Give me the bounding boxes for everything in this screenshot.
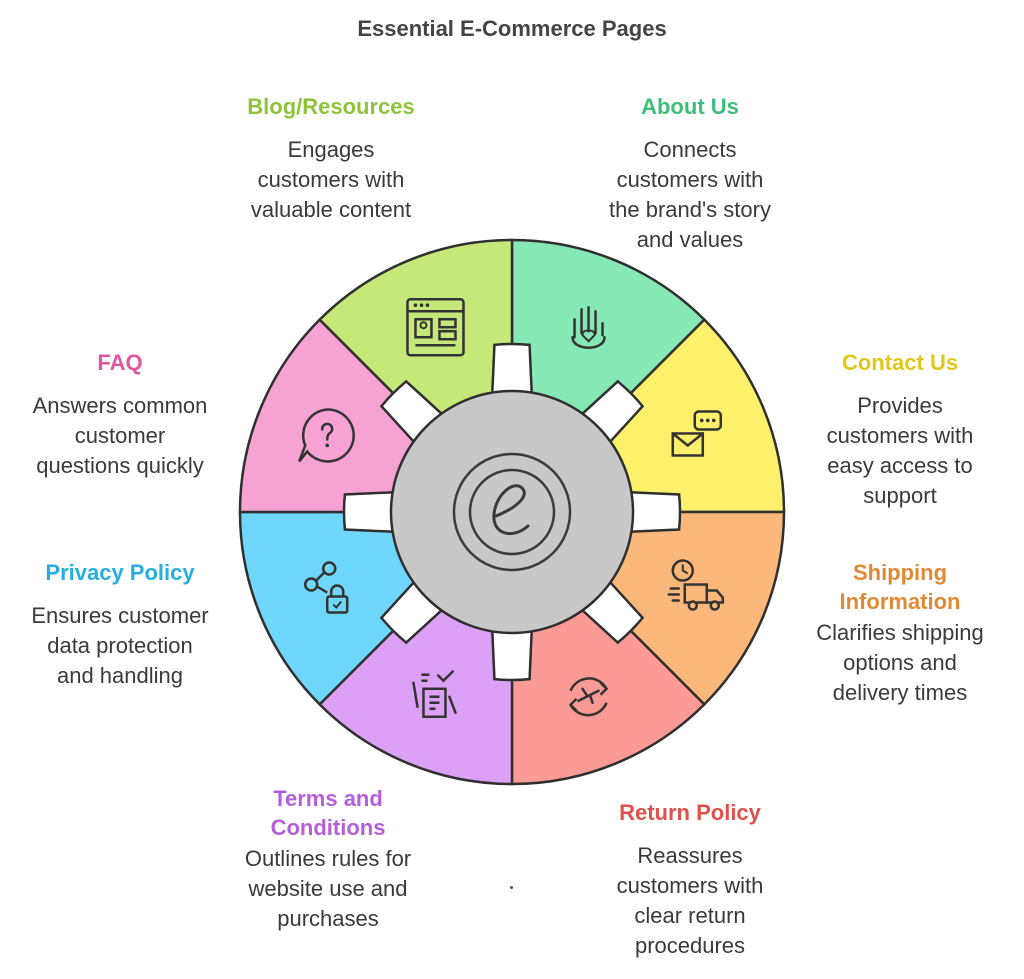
divider-tab (342, 490, 400, 534)
return-plane-icon (568, 677, 609, 717)
envelope-chat-icon (671, 410, 723, 457)
divider-tab (624, 490, 682, 534)
e-commerce-e-icon (452, 452, 572, 572)
diagram-title: Essential E-Commerce Pages (357, 16, 667, 41)
desc-faq: Answers common customer questions quickl… (32, 393, 208, 478)
label-terms: Terms and Conditions Outlines rules for … (208, 784, 448, 934)
label-about: About Us Connects customers with the bra… (570, 92, 810, 255)
divider-tab (490, 342, 534, 400)
label-return: Return Policy Reassures customers with c… (570, 798, 810, 961)
label-contact: Contact Us Provides customers with easy … (780, 348, 1020, 511)
desc-blog: Engages customers with valuable content (250, 137, 412, 222)
desc-privacy: Ensures customer data protection and han… (31, 603, 209, 688)
hand-heart-icon (571, 305, 606, 349)
heading-about: About Us (641, 94, 739, 119)
heading-terms: Terms and Conditions (270, 786, 386, 840)
desc-terms: Outlines rules for website use and purch… (244, 846, 412, 931)
document-sign-icon (412, 669, 457, 719)
center-hub (389, 389, 635, 635)
desc-return: Reassures customers with clear return pr… (616, 843, 764, 958)
heading-contact: Contact Us (841, 350, 959, 375)
heading-faq: FAQ (97, 350, 143, 375)
stray-dot (510, 886, 513, 889)
share-lock-icon (303, 561, 349, 614)
delivery-truck-clock-icon (667, 559, 725, 611)
heading-shipping: Shipping Information (839, 560, 961, 614)
desc-about: Connects customers with the brand's stor… (609, 137, 771, 252)
label-faq: FAQ Answers common customer questions qu… (0, 348, 240, 481)
heading-blog: Blog/Resources (247, 94, 415, 119)
heading-return: Return Policy (619, 800, 761, 825)
question-bubble-icon (298, 408, 355, 463)
heading-privacy: Privacy Policy (45, 560, 195, 585)
label-privacy: Privacy Policy Ensures customer data pro… (0, 558, 240, 691)
label-blog: Blog/Resources Engages customers with va… (211, 92, 451, 225)
desc-shipping: Clarifies shipping options and delivery … (816, 620, 984, 705)
browser-layout-icon (406, 297, 465, 357)
label-shipping: Shipping Information Clarifies shipping … (780, 558, 1020, 708)
desc-contact: Provides customers with easy access to s… (826, 393, 974, 508)
divider-tab (490, 624, 534, 682)
